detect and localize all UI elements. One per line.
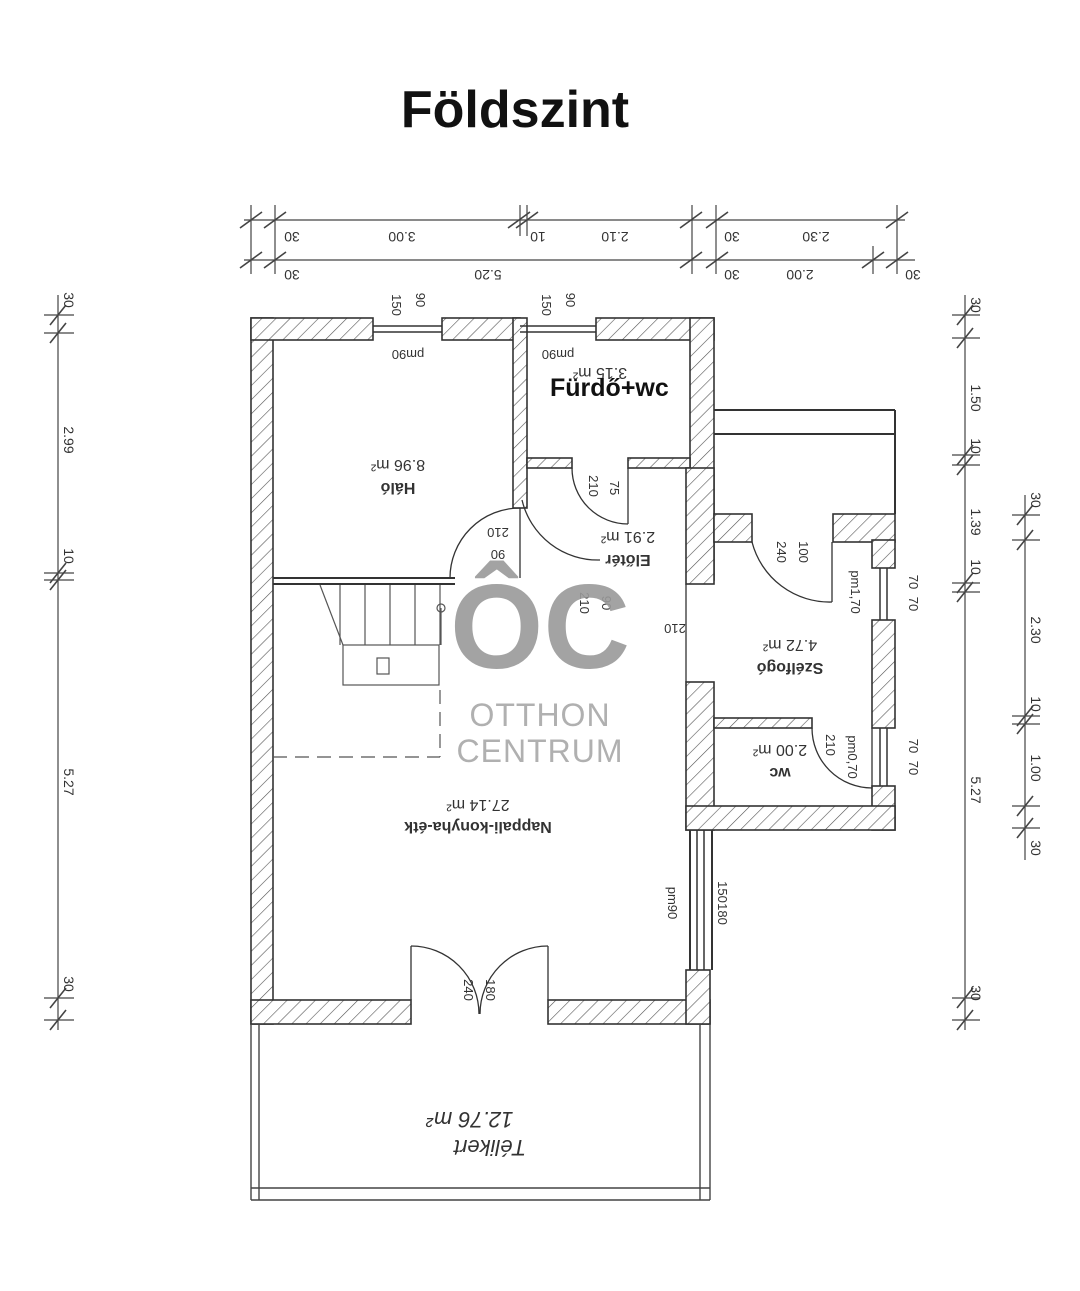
win-szelfogo-b: 70 [906,575,921,589]
windows [373,325,888,970]
dim-right-6: 30 [968,985,984,1001]
win-wc-a: 70 [906,739,921,753]
dim-top2-0: 30 [284,267,300,283]
room-furdo-area: 3.15 m² [572,364,627,381]
win-nappali-a: pm90 [665,887,680,920]
win-szelfogo-a: pm1,70 [848,570,863,613]
dim-top2-2: 30 [724,267,740,283]
dim-right-inner-3: 1.00 [1028,754,1044,781]
dim-top1-1: 3.00 [388,229,415,245]
bathroom-overlay-label: Fürdő+wc [550,374,669,402]
door-halo-b: 90 [491,547,505,562]
door-wc-b: pm0,70 [845,735,860,778]
dim-top1-0: 30 [284,229,300,245]
dim-left-4: 30 [61,976,77,992]
top-dimension-labels: 30 3.00 10 2.10 30 2.30 30 5.20 30 2.00 … [284,229,921,283]
room-wc-area: 2.00 m² [752,741,807,758]
logo-line2: CENTRUM [457,733,624,769]
dim-top2-4: 30 [905,267,921,283]
door-terrace-a: 240 [461,979,476,1001]
dim-right-4: 10 [968,559,984,575]
dim-right-inner-1: 2.30 [1028,616,1044,643]
win-wc-b: 70 [906,761,921,775]
dim-top1-2: 10 [530,229,546,245]
dim-left-1: 2.99 [61,426,77,453]
otthon-centrum-logo: ÔC OTTHON CENTRUM [450,559,630,769]
room-nappali-area: 27.14 m² [446,796,510,813]
top-dimension-lines [239,205,915,274]
dim-right-inner-0: 30 [1028,492,1044,508]
staircase [273,584,446,758]
win-furdo-b: 90 [563,293,578,307]
page-title: Földszint [400,81,630,139]
door-furdo-b: 75 [607,481,622,495]
room-teliker-area: 12.76 m² [426,1107,513,1132]
dim-right-3: 1.39 [968,508,984,535]
dim-right-inner-4: 30 [1028,840,1044,856]
room-szelfogo-name: Szélfogó [756,659,823,676]
dim-right-2: 10 [968,438,984,454]
dim-top1-4: 30 [724,229,740,245]
dim-top1-5: 2.30 [802,229,829,245]
door-furdo-a: 210 [586,475,601,497]
room-halo-area: 8.96 m² [370,456,425,473]
right-dimension-labels: 30 1.50 10 1.39 10 5.27 30 30 2.30 10 1.… [968,297,1044,1001]
logo-line1: OTTHON [469,697,610,733]
left-dimension-lines [44,295,74,1031]
door-szelfogo-entry-b: 100 [796,541,811,563]
partitions [273,409,896,970]
dim-right-1: 1.50 [968,384,984,411]
room-eloter-name: Előtér [605,551,650,568]
room-halo-name: Háló [380,479,415,496]
right-dimension-lines [952,295,1040,1031]
dim-top1-3: 2.10 [601,229,628,245]
room-teliker-name: Télikert [453,1135,526,1160]
walls [250,317,896,1025]
winter-garden-outline [250,1024,711,1201]
dim-top2-3: 2.00 [786,267,813,283]
dim-left-0: 30 [61,292,77,308]
dim-left-3: 5.27 [61,768,77,795]
opening-labels: 150 90 pm90 150 90 pm90 210 75 210 90 21… [389,293,921,1001]
win-nappali-b: 150 [715,881,730,903]
door-eloter-b: 90 [599,596,614,610]
dim-right-inner-2: 10 [1028,696,1044,712]
door-wc-a: 210 [823,734,838,756]
door-eloter-a: 210 [577,592,592,614]
win-furdo-c: pm90 [542,347,575,362]
room-eloter-area: 2.91 m² [600,528,655,545]
room-wc-name: wc [769,764,791,781]
left-dimension-labels: 30 2.99 10 5.27 30 [61,292,77,992]
room-labels: Háló 8.96 m² 3.15 m² Előtér 2.91 m² Szél… [370,364,823,1160]
dim-right-5: 5.27 [968,776,984,803]
room-szelfogo-area: 4.72 m² [762,636,817,653]
door-terrace-b: 180 [483,979,498,1001]
win-nappali-c: 180 [715,903,730,925]
room-nappali-name: Nappali-konyha-étk [404,818,552,835]
dim-right-0: 30 [968,297,984,313]
win-halo-b: 90 [413,293,428,307]
win-halo-c: pm90 [392,347,425,362]
dim-left-2: 10 [61,548,77,564]
dim-top2-1: 5.20 [474,267,501,283]
door-szelfogo-entry-a: 240 [774,541,789,563]
win-halo-a: 150 [389,294,404,316]
win-szelfogo-c: 70 [906,597,921,611]
win-furdo-a: 150 [539,294,554,316]
door-szelfogo-int-a: 210 [664,621,686,636]
logo-mark: ÔC [450,559,630,694]
door-halo-a: 210 [487,525,509,540]
door-swings [410,467,873,1015]
